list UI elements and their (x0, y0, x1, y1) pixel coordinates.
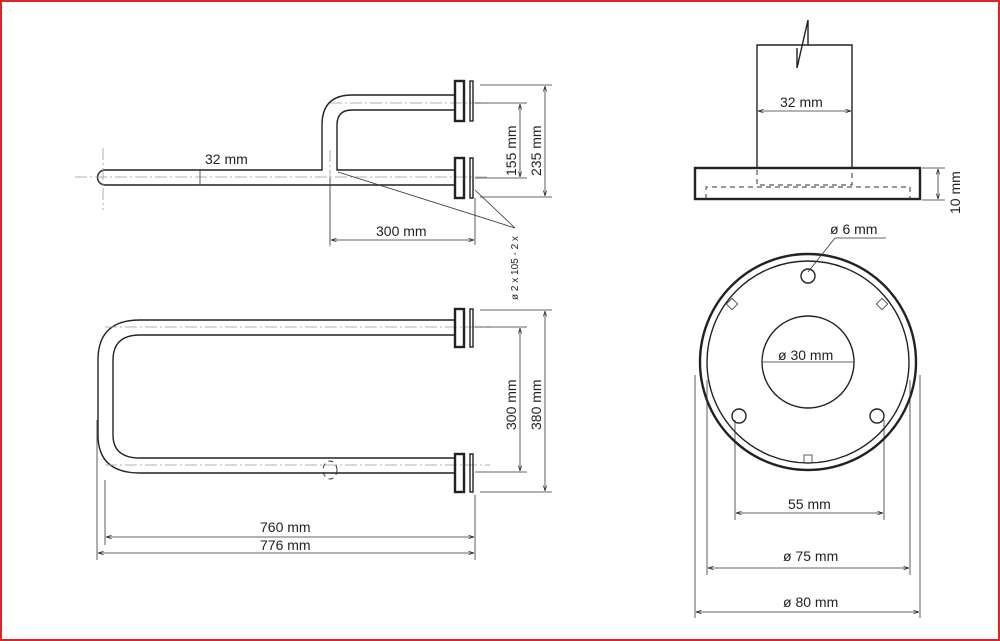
flange-outer-circle (698, 252, 918, 472)
top-view: 300 mm 380 mm 760 mm 776 mm (96, 307, 552, 560)
depth-label: 300 mm (376, 223, 427, 239)
outer-height-label: 380 mm (528, 379, 544, 430)
flange-thickness-label: 10 mm (947, 171, 963, 214)
inner-diameter-label: ø 75 mm (783, 548, 838, 564)
side-view: 32 mm 155 mm 235 mm 300 mm ø 2 x 105 - 2… (75, 79, 552, 300)
inner-height-label: 300 mm (503, 379, 519, 430)
hole-spacing-label: 55 mm (788, 496, 831, 512)
screw-hole (731, 408, 747, 424)
flange-plate (693, 166, 922, 201)
flange-front-view: ø 6 mm ø 30 mm 55 mm ø 75 mm ø 80 mm (694, 221, 921, 618)
screw-hole (800, 268, 816, 284)
center-diameter-label: ø 30 mm (778, 347, 833, 363)
hole-diameter-label: ø 6 mm (830, 221, 877, 237)
fixing-note-label: ø 2 x 105 - 2 x (510, 236, 521, 300)
offset-inner-label: 155 mm (503, 125, 519, 176)
outer-diameter-label: ø 80 mm (783, 594, 838, 610)
u-tube-outline (97, 319, 455, 474)
side-tube-diameter-label: 32 mm (205, 151, 248, 167)
flange-tube-diameter-label: 32 mm (780, 94, 823, 110)
screw-hole (869, 408, 885, 424)
outer-length-label: 776 mm (260, 537, 311, 553)
inner-length-label: 760 mm (260, 519, 311, 535)
center-hole (761, 315, 855, 409)
offset-outer-label: 235 mm (528, 125, 544, 176)
wall-flange-upper (453, 79, 466, 123)
wall-flange-lower (453, 156, 466, 200)
side-tube-outline (96, 94, 455, 186)
flange-side-view: 32 mm 10 mm (693, 19, 963, 214)
